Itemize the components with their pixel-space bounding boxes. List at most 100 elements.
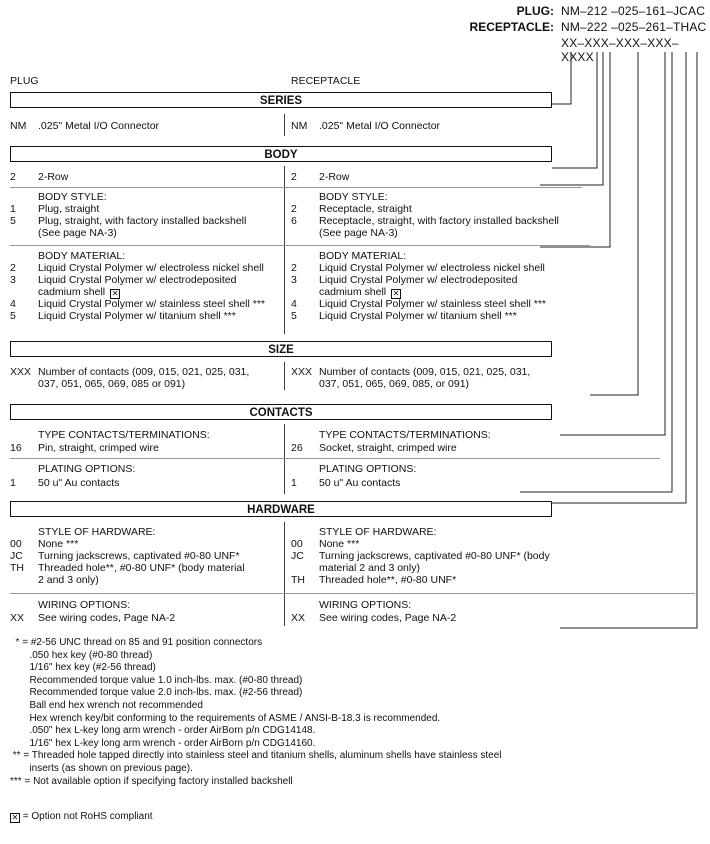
size-plug-text: 037, 051, 065, 069, 085 or 091) bbox=[38, 378, 186, 390]
size-receptacle-code: XXX bbox=[291, 366, 313, 378]
footnote-line: Recommended torque value 1.0 inch-lbs. m… bbox=[10, 674, 303, 686]
section-body-header: BODY bbox=[10, 146, 552, 162]
contacts-type-receptacle-code: 26 bbox=[291, 442, 303, 454]
contacts-type-heading-plug: TYPE CONTACTS/TERMINATIONS: bbox=[38, 429, 210, 441]
body-material-plug-code: 3 bbox=[10, 274, 16, 286]
contacts-plating-heading-plug: PLATING OPTIONS: bbox=[38, 463, 136, 475]
footnote-line: *** = Not available option if specifying… bbox=[10, 775, 293, 787]
rohs-note-text: = Option not RoHS compliant bbox=[22, 811, 153, 822]
footnote-line: 1/16" hex key (#2-56 thread) bbox=[10, 662, 156, 674]
series-receptacle-code: NM bbox=[291, 120, 308, 132]
hardware-style-receptacle-code: TH bbox=[291, 574, 305, 586]
hardware-style-plug-text: Threaded hole**, #0-80 UNF* (body materi… bbox=[38, 562, 245, 574]
hardware-wiring-heading-receptacle: WIRING OPTIONS: bbox=[319, 599, 412, 611]
body-style-plug-text: Plug, straight, with factory installed b… bbox=[38, 215, 247, 227]
hardware-style-receptacle-code: JC bbox=[291, 550, 304, 562]
body-material-heading-receptacle: BODY MATERIAL: bbox=[319, 250, 407, 262]
body-material-plug-text: Liquid Crystal Polymer w/ electrodeposit… bbox=[38, 274, 237, 286]
leader-hardware-style bbox=[552, 52, 687, 504]
body-material-receptacle-text: Liquid Crystal Polymer w/ electroless ni… bbox=[319, 262, 545, 274]
series-plug-code: NM bbox=[10, 120, 27, 132]
body-material-plug-code: 4 bbox=[10, 298, 16, 310]
body-style-plug-code: 5 bbox=[10, 215, 16, 227]
footnote-line: Recommended torque value 2.0 inch-lbs. m… bbox=[10, 687, 303, 699]
body-material-receptacle-text: cadmium shell✕ bbox=[319, 286, 402, 299]
leader-size bbox=[590, 52, 639, 396]
body-material-plug-text: cadmium shell✕ bbox=[38, 286, 121, 299]
hardware-wiring-receptacle-text: See wiring codes, Page NA-2 bbox=[319, 612, 457, 624]
body-material-receptacle-code: 4 bbox=[291, 298, 297, 310]
body-divider bbox=[284, 166, 285, 334]
section-size-header: SIZE bbox=[10, 341, 552, 357]
contacts-divider bbox=[284, 424, 285, 494]
rohs-box-icon: ✕ bbox=[10, 813, 20, 823]
size-receptacle-text: 037, 051, 065, 069, 085, or 091) bbox=[319, 378, 470, 390]
leader-contacts-plating bbox=[520, 52, 673, 493]
receptacle-code: NM–222 –025–261–THAC bbox=[561, 20, 707, 34]
hardware-style-plug-text: Turning jackscrews, captivated #0-80 UNF… bbox=[38, 550, 240, 562]
body-style-receptacle-text: Receptacle, straight, with factory insta… bbox=[319, 215, 559, 227]
size-plug-code: XXX bbox=[10, 366, 32, 378]
body-style-plug-code: 1 bbox=[10, 203, 16, 215]
hardware-style-plug-code: 00 bbox=[10, 538, 22, 550]
body-material-plug-text: Liquid Crystal Polymer w/ stainless stee… bbox=[38, 298, 266, 310]
body-style-heading-plug: BODY STYLE: bbox=[38, 191, 107, 203]
contacts-plating-receptacle-text: 50 u" Au contacts bbox=[319, 477, 401, 489]
hardware-wiring-plug-text: See wiring codes, Page NA-2 bbox=[38, 612, 176, 624]
section-contacts-header: CONTACTS bbox=[10, 404, 552, 420]
hardware-style-plug-text: 2 and 3 only) bbox=[38, 574, 99, 586]
template-code: XX–XXX–XXX–XXX–XXXX bbox=[561, 36, 679, 64]
body-material-receptacle-text: Liquid Crystal Polymer w/ stainless stee… bbox=[319, 298, 547, 310]
body-style-plug-text: Plug, straight bbox=[38, 203, 100, 215]
hardware-style-heading-receptacle: STYLE OF HARDWARE: bbox=[319, 526, 437, 538]
footnote-line: Hex wrench key/bit conforming to the req… bbox=[10, 712, 441, 724]
footnote-line: .050" hex L-key long arm wrench - order … bbox=[10, 725, 316, 737]
body-material-plug-code: 5 bbox=[10, 310, 16, 322]
footnote-line: 1/16" hex L-key long arm wrench - order … bbox=[10, 737, 316, 749]
body-material-plug-text: Liquid Crystal Polymer w/ titanium shell… bbox=[38, 310, 236, 322]
body-style-receptacle-text: Receptacle, straight bbox=[319, 203, 412, 215]
leader-body-style bbox=[540, 52, 604, 186]
contacts-type-receptacle-text: Socket, straight, crimped wire bbox=[319, 442, 457, 454]
hardware-wiring-plug-code: XX bbox=[10, 612, 25, 624]
body-material-receptacle-text: Liquid Crystal Polymer w/ electrodeposit… bbox=[319, 274, 518, 286]
hardware-style-receptacle-text: None *** bbox=[319, 538, 360, 550]
body-material-heading-plug: BODY MATERIAL: bbox=[38, 250, 126, 262]
hardware-style-receptacle-code: 00 bbox=[291, 538, 303, 550]
body-rows-plug-code: 2 bbox=[10, 171, 16, 183]
contacts-plating-plug-code: 1 bbox=[10, 477, 16, 489]
size-divider bbox=[284, 362, 285, 390]
section-hardware-header: HARDWARE bbox=[10, 501, 552, 517]
body-material-plug-text: Liquid Crystal Polymer w/ electroless ni… bbox=[38, 262, 264, 274]
footnote-line: .050 hex key (#0-80 thread) bbox=[10, 649, 153, 661]
series-divider bbox=[284, 114, 285, 136]
hardware-style-plug-code: JC bbox=[10, 550, 23, 562]
plug-label: PLUG: bbox=[516, 4, 554, 18]
body-rule-1 bbox=[10, 187, 582, 188]
footnote-line: ** = Threaded hole tapped directly into … bbox=[10, 750, 502, 762]
body-style-receptacle-code: 6 bbox=[291, 215, 297, 227]
body-style-receptacle-text: (See page NA-3) bbox=[319, 227, 398, 239]
body-style-receptacle-code: 2 bbox=[291, 203, 297, 215]
contacts-plating-heading-receptacle: PLATING OPTIONS: bbox=[319, 463, 417, 475]
footnote-line: Ball end hex wrench not recommended bbox=[10, 700, 203, 711]
receptacle-column-heading: RECEPTACLE bbox=[291, 75, 361, 87]
footnote-line: inserts (as shown on previous page). bbox=[10, 763, 193, 774]
leader-hardware-wiring bbox=[560, 52, 698, 629]
plug-code: NM–212 –025–161–JCAC bbox=[561, 4, 706, 18]
body-rows-receptacle-code: 2 bbox=[291, 171, 297, 183]
section-series-header: SERIES bbox=[10, 92, 552, 108]
footnote-line: * = #2-56 UNC thread on 85 and 91 positi… bbox=[10, 637, 263, 648]
size-plug-text: Number of contacts (009, 015, 021, 025, … bbox=[38, 366, 250, 378]
body-material-receptacle-text: Liquid Crystal Polymer w/ titanium shell… bbox=[319, 310, 517, 322]
body-material-receptacle-code: 3 bbox=[291, 274, 297, 286]
body-style-heading-receptacle: BODY STYLE: bbox=[319, 191, 388, 203]
series-receptacle-text: .025" Metal I/O Connector bbox=[319, 120, 441, 132]
hardware-divider bbox=[284, 522, 285, 626]
body-rule-2 bbox=[10, 245, 590, 246]
size-receptacle-text: Number of contacts (009, 015, 021, 025, … bbox=[319, 366, 531, 378]
rohs-note: ✕ = Option not RoHS compliant bbox=[10, 811, 153, 823]
hardware-style-heading-plug: STYLE OF HARDWARE: bbox=[38, 526, 156, 538]
hardware-style-receptacle-text: Threaded hole**, #0-80 UNF* bbox=[319, 574, 457, 586]
contacts-type-plug-code: 16 bbox=[10, 442, 22, 454]
